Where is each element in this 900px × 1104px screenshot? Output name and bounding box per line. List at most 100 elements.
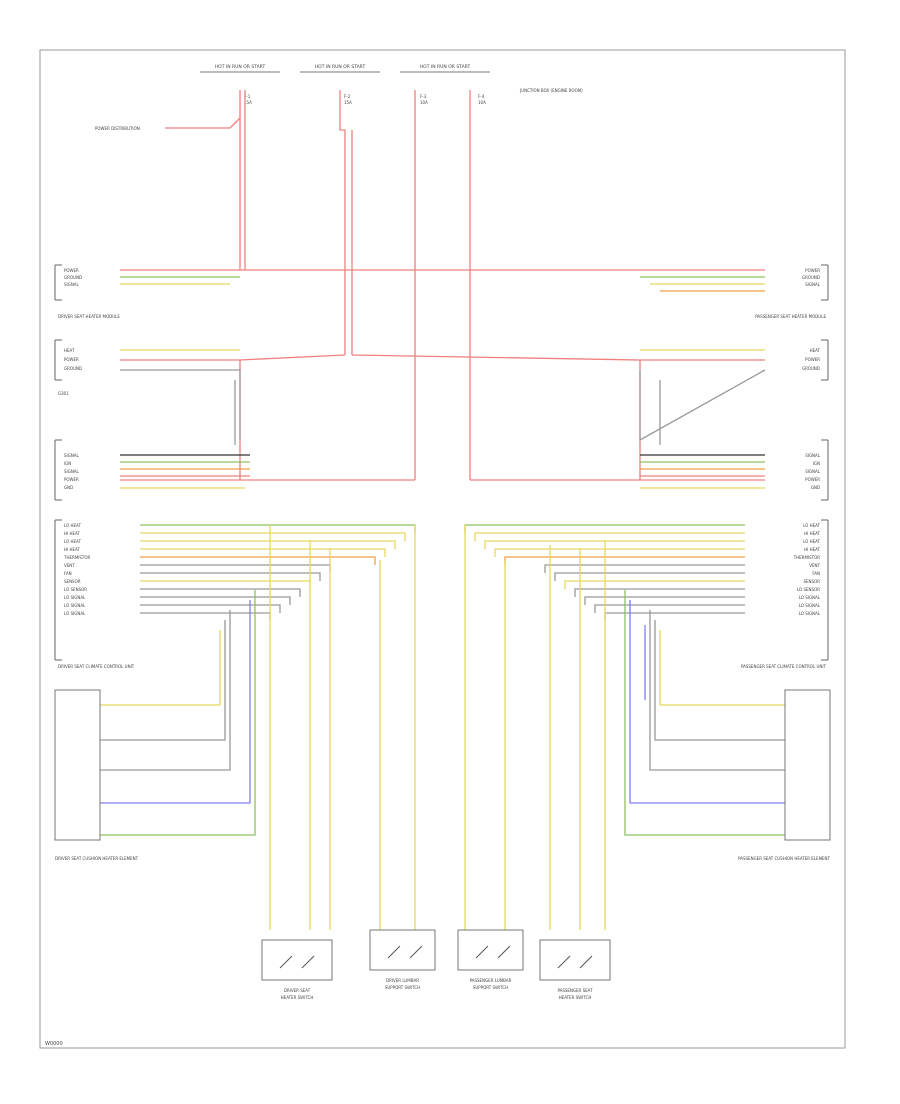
left-seat-connector <box>54 519 62 661</box>
right-mid-pin: GROUND <box>802 366 820 371</box>
switch-contact <box>301 955 315 969</box>
switch-box <box>261 939 333 981</box>
right-lower-pin: POWER <box>805 477 820 482</box>
fuse-label-4: F-4 <box>478 94 485 99</box>
red-bus-mid-left <box>120 354 346 361</box>
left-mid-pin: GROUND <box>64 366 82 371</box>
right-seat-pin: LO SIGNAL <box>799 611 821 616</box>
left-lower-pin: SIGNAL <box>64 469 80 474</box>
left-ground-label: G301 <box>58 391 69 396</box>
right-seat-wire-h <box>484 540 745 549</box>
right-seat-pin: LO SIGNAL <box>799 595 821 600</box>
gray-mid-left <box>120 369 241 440</box>
left-element-wire-4 <box>100 600 251 804</box>
switch-label: HEATER SWITCH <box>281 995 314 1000</box>
right-seat-pin: THERMISTOR <box>793 555 821 560</box>
diagram-frame <box>39 49 846 1049</box>
right-seat-pin: VENT <box>809 563 820 568</box>
right-seat-wire-h <box>574 588 745 597</box>
right-seat-pin: LO SIGNAL <box>799 603 821 608</box>
left-seat-wire-h <box>140 532 406 541</box>
red-bus-mid-right <box>351 354 765 361</box>
right-lower-pin: SIGNAL <box>805 469 821 474</box>
left-element-wire-1 <box>100 630 221 706</box>
right-seat-pin: LO HEAT <box>803 523 820 528</box>
right-seat-wire-h <box>554 572 745 581</box>
right-element-wire-4 <box>629 600 785 804</box>
right-element-wire-5 <box>624 590 785 836</box>
fuse-rating-2: 15A <box>344 100 352 105</box>
left-upper-connector <box>54 264 62 301</box>
fuse-label-1: F-1 <box>244 94 251 99</box>
gray-mid-right <box>639 369 766 442</box>
left-lower-pin: GND <box>64 485 73 490</box>
left-seat-wire-h <box>140 564 331 573</box>
fuse-label-2: F-2 <box>344 94 351 99</box>
right-seat-pin: HI HEAT <box>804 547 820 552</box>
power-dist-label: POWER DISTRIBUTION <box>95 126 140 131</box>
red-wires <box>120 90 765 481</box>
right-lower-pin: IGN <box>813 461 820 466</box>
left-seat-wire-h <box>140 580 311 589</box>
right-seat-wire-h <box>494 548 745 557</box>
switch-contact <box>557 955 571 969</box>
switch-contact <box>497 945 511 959</box>
right-upper-pin: GROUND <box>802 275 820 280</box>
left-seat-pin: LO SIGNAL <box>64 603 86 608</box>
right-seat-wire-h <box>504 556 745 565</box>
right-mid-connector <box>821 339 829 381</box>
red-feed-2 <box>339 90 346 355</box>
left-seat-wire-h <box>140 556 376 565</box>
right-seat-wire-h <box>464 524 745 533</box>
left-seat-pin: HI HEAT <box>64 531 80 536</box>
top-label-3: HOT IN RUN OR START <box>420 64 471 70</box>
switch-contact <box>475 945 489 959</box>
right-element-title: PASSENGER SEAT CUSHION HEATER ELEMENT <box>738 856 830 861</box>
switch-label: DRIVER SEAT <box>284 988 311 993</box>
right-element-box <box>784 689 831 841</box>
right-mid-pin: HEAT <box>810 348 821 353</box>
figure-code: W0000 <box>45 1041 63 1047</box>
right-seat-pin: LO HEAT <box>803 539 820 544</box>
left-mid-pin: POWER <box>64 357 79 362</box>
switch-box <box>539 939 611 981</box>
left-element-wire-5 <box>100 590 256 836</box>
left-lower-pin: SIGNAL <box>64 453 80 458</box>
fuse-rating-1: 15A <box>244 100 252 105</box>
left-element-wire-3 <box>100 610 231 771</box>
left-lower-connector <box>54 439 62 501</box>
left-seat-wire-h <box>140 572 321 581</box>
left-seat-pin: FAN <box>64 571 72 576</box>
right-lower-pin: SIGNAL <box>805 453 821 458</box>
right-seat-wire-h <box>474 532 745 541</box>
left-seat-wire-h <box>140 540 396 549</box>
switch-label: DRIVER LUMBAR <box>386 978 419 983</box>
right-upper-pin: SIGNAL <box>805 282 821 287</box>
switch-contact <box>387 945 401 959</box>
right-seat-connector <box>821 519 829 661</box>
pin-labels: POWER GROUND SIGNAL POWER GROUND SIGNAL HEAT PO… <box>63 268 821 616</box>
right-upper-pin: POWER <box>805 268 820 273</box>
switch-contact <box>579 955 593 969</box>
right-lower-module-title: PASSENGER SEAT CLIMATE CONTROL UNIT <box>741 664 827 669</box>
switch-label: PASSENGER LUMBAR <box>470 978 512 983</box>
fuse-rating-3: 10A <box>420 100 428 105</box>
right-lower-pin: GND <box>811 485 820 490</box>
left-upper-pin: SIGNAL <box>64 282 80 287</box>
left-seat-pin: THERMISTOR <box>63 555 91 560</box>
left-upper-pin: POWER <box>64 268 79 273</box>
right-element-wire-1 <box>659 630 785 706</box>
left-seat-wire-h <box>140 588 301 597</box>
left-seat-pin: VENT <box>64 563 75 568</box>
top-label-2: HOT IN RUN OR START <box>315 64 366 70</box>
left-seat-wire-h <box>140 548 386 557</box>
right-seat-pin: HI HEAT <box>804 531 820 536</box>
left-lower-pin: IGN <box>64 461 71 466</box>
left-seat-pin: LO HEAT <box>64 523 81 528</box>
fuse-label-3: F-3 <box>420 94 427 99</box>
left-seat-wire-h <box>140 604 281 613</box>
left-seat-pin: HI HEAT <box>64 547 80 552</box>
